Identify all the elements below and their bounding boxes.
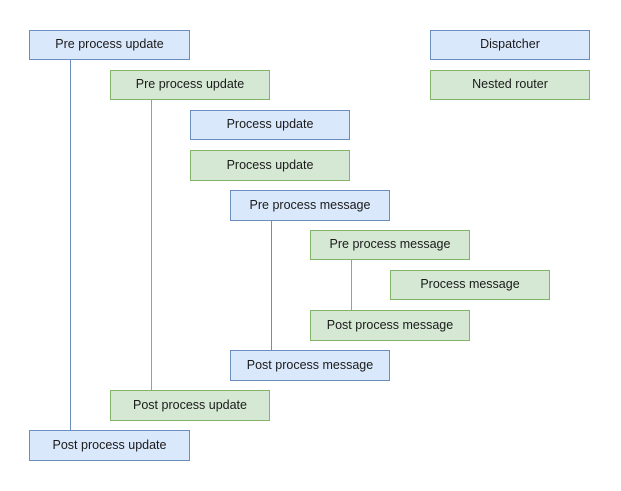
flow-node-label: Post process update bbox=[133, 397, 247, 412]
flow-node-label: Post process update bbox=[52, 437, 167, 452]
flow-node[interactable]: Process update bbox=[190, 150, 350, 181]
flow-node[interactable]: Post process update bbox=[110, 390, 270, 421]
connector-line bbox=[271, 221, 272, 350]
flow-node-label: Process update bbox=[226, 157, 314, 172]
legend-item-label: Nested router bbox=[472, 77, 548, 92]
connector-line bbox=[151, 100, 152, 390]
flow-node[interactable]: Post process message bbox=[310, 310, 470, 341]
flow-node[interactable]: Pre process message bbox=[230, 190, 390, 221]
flow-node-label: Pre process message bbox=[249, 197, 371, 212]
legend-item-green[interactable]: Nested router bbox=[430, 70, 590, 100]
flow-node-label: Post process message bbox=[246, 357, 374, 372]
flow-node[interactable]: Pre process message bbox=[310, 230, 470, 260]
legend-item-label: Dispatcher bbox=[480, 37, 540, 52]
legend-item-blue[interactable]: Dispatcher bbox=[430, 30, 590, 60]
flow-node[interactable]: Process update bbox=[190, 110, 350, 140]
flow-node-label: Pre process update bbox=[55, 37, 164, 52]
connector-line bbox=[70, 60, 71, 430]
flow-node-label: Process update bbox=[226, 117, 314, 132]
flow-node[interactable]: Post process message bbox=[230, 350, 390, 381]
flow-node[interactable]: Post process update bbox=[29, 430, 190, 461]
flow-node-label: Process message bbox=[420, 277, 520, 292]
flow-node-label: Post process message bbox=[326, 317, 454, 332]
flow-node[interactable]: Pre process update bbox=[110, 70, 270, 100]
flow-node-label: Pre process update bbox=[135, 77, 245, 92]
flow-node[interactable]: Pre process update bbox=[29, 30, 190, 60]
flow-node-label: Pre process message bbox=[329, 237, 451, 252]
flow-node[interactable]: Process message bbox=[390, 270, 550, 300]
connector-line bbox=[351, 260, 352, 310]
